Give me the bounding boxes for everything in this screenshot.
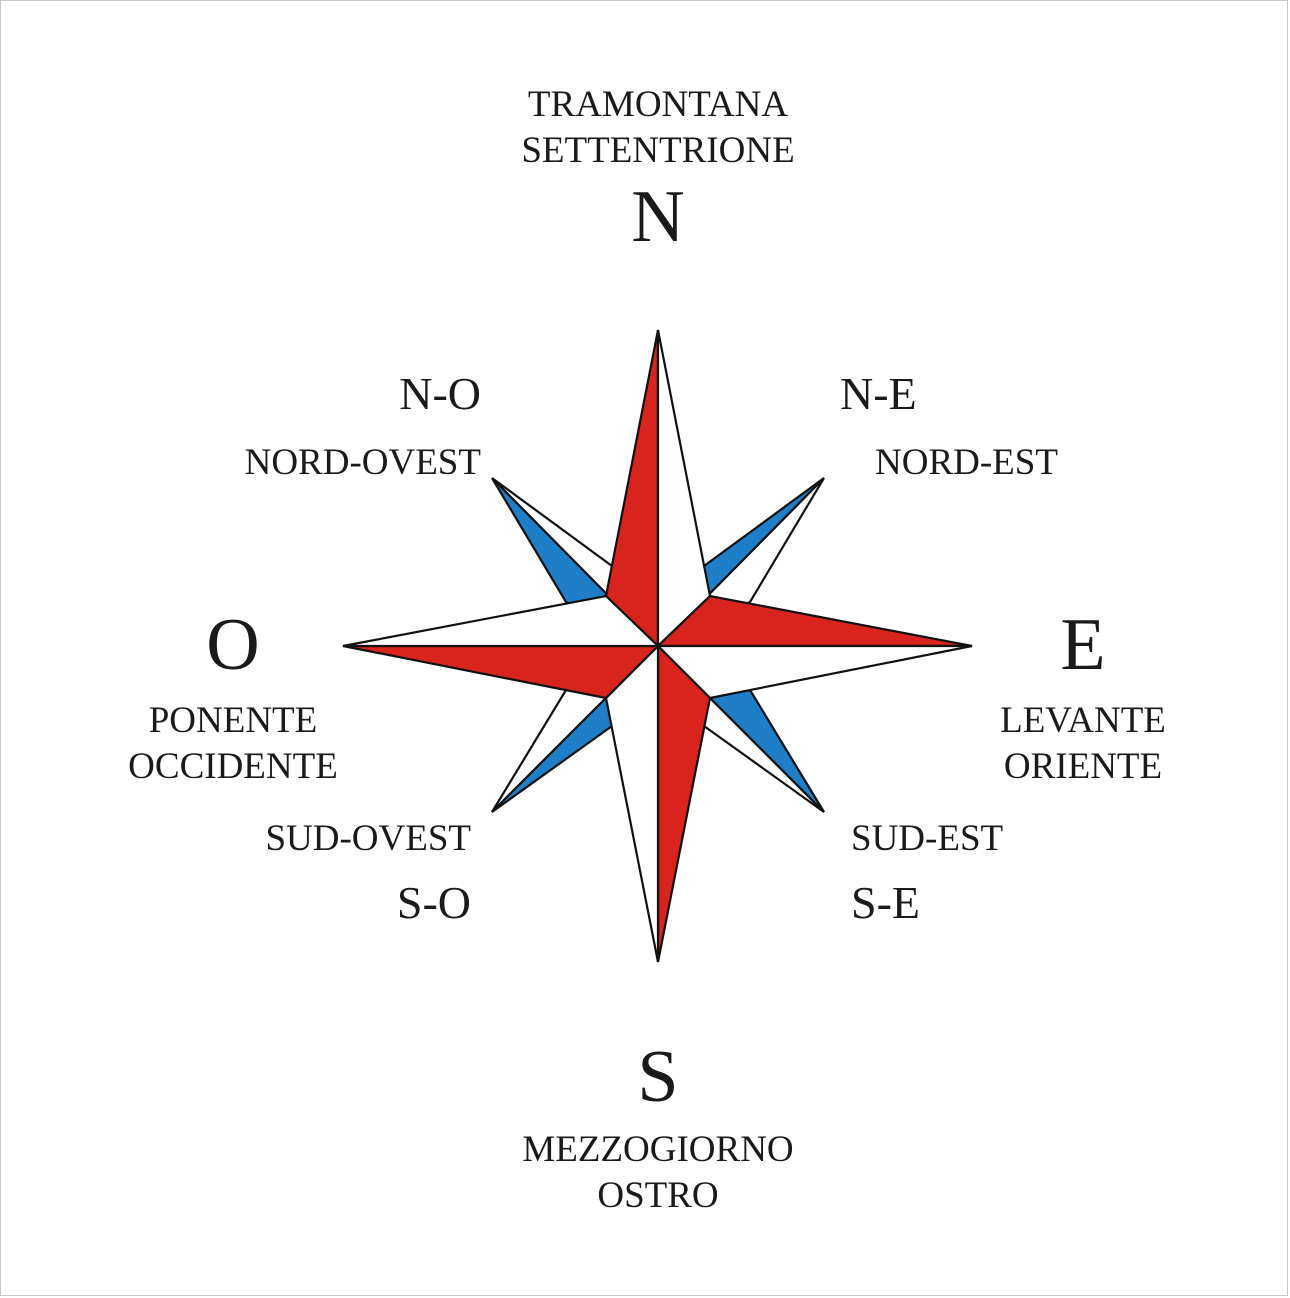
south-name-2: OSTRO — [597, 1175, 719, 1216]
east-point-red — [655, 594, 973, 648]
southeast-name: SUD-EST — [851, 818, 1004, 859]
north-names: TRAMONTANA SETTENTRIONE — [521, 82, 794, 174]
north-name-1: TRAMONTANA — [527, 84, 789, 125]
west-letter: O — [206, 604, 260, 686]
northwest-abbr: N-O — [399, 368, 481, 419]
south-letter: S — [637, 1036, 679, 1118]
north-point-red — [604, 329, 660, 649]
east-names: LEVANTE ORIENTE — [1000, 698, 1166, 790]
east-name-1: LEVANTE — [1000, 700, 1166, 741]
west-name-2: OCCIDENTE — [128, 746, 338, 787]
east-name-2: ORIENTE — [1003, 746, 1163, 787]
southeast-abbr: S-E — [851, 877, 920, 928]
south-name-1: MEZZOGIORNO — [522, 1129, 794, 1170]
east-point-light — [655, 644, 973, 700]
west-names: PONENTE OCCIDENTE — [128, 698, 338, 790]
south-point-red — [656, 643, 712, 963]
southwest-abbr: S-O — [396, 877, 471, 928]
west-point-red — [342, 644, 661, 700]
compass-rose-points — [342, 329, 973, 963]
west-point-light — [342, 594, 661, 648]
south-point-light — [604, 643, 660, 963]
north-letter: N — [631, 176, 685, 258]
east-letter: E — [1060, 604, 1106, 686]
southwest-name: SUD-OVEST — [265, 818, 471, 859]
south-names: MEZZOGIORNO OSTRO — [522, 1127, 793, 1219]
west-name-1: PONENTE — [148, 700, 318, 741]
northeast-abbr: N-E — [840, 368, 917, 419]
northwest-name: NORD-OVEST — [244, 442, 481, 483]
north-point-light — [656, 329, 712, 649]
north-name-2: SETTENTRIONE — [521, 130, 795, 171]
northeast-name: NORD-EST — [875, 442, 1058, 483]
